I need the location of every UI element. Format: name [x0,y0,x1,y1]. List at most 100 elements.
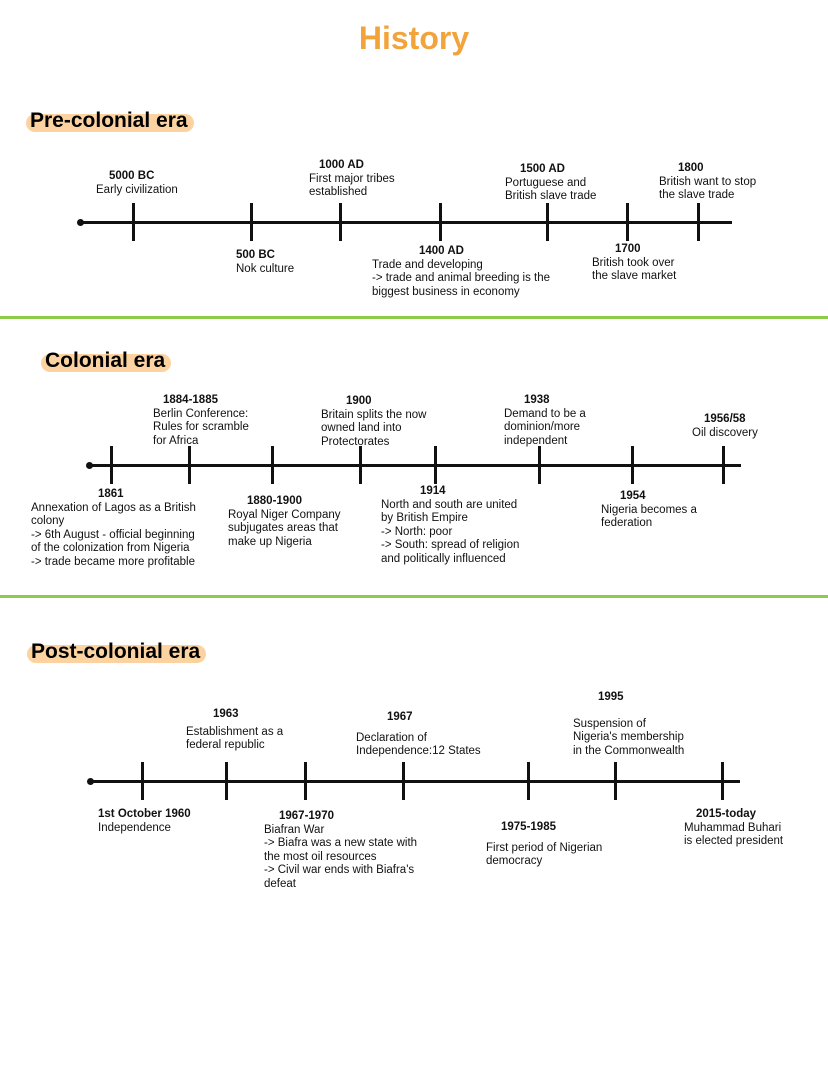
timeline-tick [697,203,700,241]
era-heading-pre-colonial: Pre-colonial era [26,108,194,134]
event-description: Early civilization [96,183,178,196]
event-description: Independence [98,821,171,834]
event-date: 1000 AD [319,159,364,171]
timeline-tick [527,762,530,800]
timeline-event: 1900 Britain splits the now owned land i… [321,395,426,449]
timeline-tick [141,762,144,800]
event-date: 1963 [213,708,239,720]
event-date: 1914 [420,485,446,497]
section-divider [0,595,828,598]
timeline-event: 1700 British took over the slave market [592,243,676,284]
timeline-event: 1880-1900 Royal Niger Company subjugates… [228,495,341,549]
event-description: Annexation of Lagos as a British colony … [31,501,196,568]
timeline-event: 1938 Demand to be a dominion/more indepe… [504,394,586,448]
era-heading-colonial: Colonial era [41,348,172,374]
event-description: Nok culture [236,262,295,275]
timeline-event: 1st October 1960 Independence [98,808,191,835]
timeline-tick [402,762,405,800]
event-date: 1861 [98,488,124,500]
event-description: Demand to be a dominion/more independent [504,407,586,447]
timeline-event: 1967 Declaration of Independence:12 Stat… [356,711,481,759]
event-date: 1884-1885 [163,394,218,406]
event-description: Trade and developing -> trade and animal… [372,258,551,298]
event-date: 1995 [598,691,624,703]
timeline-event: 500 BC Nok culture [236,249,294,276]
event-description: First period of Nigerian democracy [486,841,603,868]
event-date: 1967 [387,711,413,723]
timeline-tick [225,762,228,800]
timeline-event: 1975-1985 First period of Nigerian democ… [486,821,602,869]
event-description: Portuguese and British slave trade [505,176,597,203]
event-description: First major tribes established [309,172,395,199]
timeline-tick [359,446,362,484]
era-heading-post-colonial: Post-colonial era [27,639,207,665]
timeline-tick [614,762,617,800]
timeline-event: 1861 Annexation of Lagos as a British co… [31,488,196,569]
event-description: Nigeria becomes a federation [601,503,697,530]
page-title: History [358,20,470,56]
timeline-axis [89,464,741,467]
event-date: 1975-1985 [501,821,556,833]
timeline-event: 1963 Establishment as a federal republic [186,708,283,753]
event-description: British took over the slave market [592,256,677,283]
event-date: 1954 [620,490,646,502]
heading-highlight [26,114,194,132]
event-description: Britain splits the now owned land into P… [321,408,427,448]
timeline-tick [339,203,342,241]
event-date: 500 BC [236,249,275,261]
timeline-tick [132,203,135,241]
timeline-tick [110,446,113,484]
timeline-tick [631,446,634,484]
timeline-event: 5000 BC Early civilization [96,170,178,197]
timeline-event: 1400 AD Trade and developing -> trade an… [372,245,550,299]
timeline-tick [271,446,274,484]
timeline-tick [188,446,191,484]
timeline-event: 1995 Suspension of Nigeria's membership … [573,691,684,758]
timeline-tick [304,762,307,800]
event-date: 1500 AD [520,163,565,175]
event-description: Biafran War -> Biafra was a new state wi… [264,823,418,890]
timeline-tick [439,203,442,241]
timeline-tick [546,203,549,241]
event-description: North and south are united by British Em… [381,498,520,565]
timeline-event: 1800 British want to stop the slave trad… [659,162,756,203]
event-description: British want to stop the slave trade [659,175,757,202]
event-date: 1938 [524,394,550,406]
timeline-axis [80,221,732,224]
event-date: 1967-1970 [279,810,334,822]
era-heading-text: Colonial era [45,349,166,372]
event-description: Muhammad Buhari is elected president [684,821,784,848]
timeline-event: 1500 AD Portuguese and British slave tra… [505,163,596,204]
timeline-event: 1954 Nigeria becomes a federation [601,490,697,531]
event-date: 5000 BC [109,170,155,182]
era-heading-text: Post-colonial era [31,640,201,663]
event-description: Berlin Conference: Rules for scramble fo… [153,407,249,447]
timeline-tick [722,446,725,484]
heading-highlight [41,354,172,372]
timeline-event: 1914 North and south are united by Briti… [381,485,519,566]
section-divider [0,316,828,319]
event-date: 1800 [678,162,704,174]
event-date: 1900 [346,395,372,407]
heading-highlight [27,645,207,663]
timeline-event: 1884-1885 Berlin Conference: Rules for s… [153,394,249,448]
event-description: Oil discovery [692,426,758,439]
event-date: 2015-today [696,808,757,820]
timeline-axis [90,780,740,783]
timeline-event: 2015-today Muhammad Buhari is elected pr… [684,808,783,849]
event-description: Royal Niger Company subjugates areas tha… [228,508,341,548]
timeline-event: 1967-1970 Biafran War -> Biafra was a ne… [264,810,417,891]
event-description: Suspension of Nigeria's membership in th… [573,717,685,757]
event-description: Establishment as a federal republic [186,725,284,752]
event-date: 1400 AD [419,245,464,257]
timeline-tick [626,203,629,241]
event-date: 1956/58 [704,413,746,425]
event-date: 1700 [615,243,641,255]
timeline-event: 1956/58 Oil discovery [692,413,758,440]
timeline-tick [721,762,724,800]
era-heading-text: Pre-colonial era [30,109,188,132]
event-date: 1st October 1960 [98,808,191,820]
timeline-event: 1000 AD First major tribes established [309,159,395,200]
timeline-tick [434,446,437,484]
timeline-tick [250,203,253,241]
